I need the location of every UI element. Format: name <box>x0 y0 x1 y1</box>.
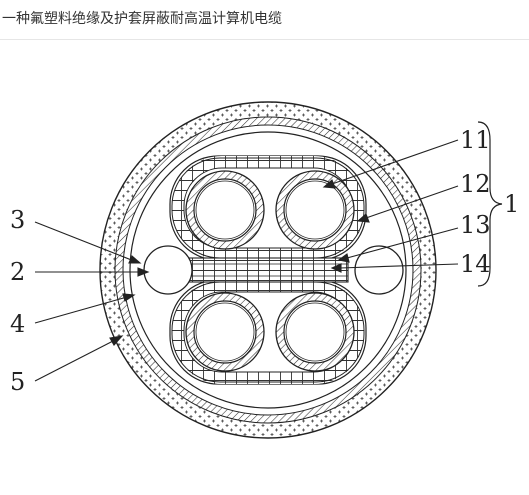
inner-wrap-layer <box>129 131 407 409</box>
group-bracket <box>477 121 503 287</box>
shield-layer <box>115 117 421 423</box>
label-3: 3 <box>10 206 25 234</box>
insulated-conductor-2 <box>275 170 355 250</box>
label-14: 14 <box>460 250 491 278</box>
separator-strip <box>187 257 349 283</box>
label-4: 4 <box>10 310 25 338</box>
page-title: 一种氟塑料绝缘及护套屏蔽耐高温计算机电缆 <box>0 0 529 40</box>
filler-cord-left <box>143 245 193 295</box>
insulated-conductor-1 <box>185 170 265 250</box>
cable-cross-section-diagram: 3 2 4 5 11 12 13 14 1 <box>10 101 519 439</box>
insulated-conductor-4 <box>275 292 355 372</box>
filler-cord-right <box>354 245 404 295</box>
label-11: 11 <box>460 126 491 154</box>
label-2: 2 <box>10 258 25 286</box>
label-5: 5 <box>10 368 25 396</box>
insulated-conductor-3 <box>185 292 265 372</box>
label-1: 1 <box>504 190 519 218</box>
label-12: 12 <box>460 170 491 198</box>
leader-lines <box>34 139 459 382</box>
label-13: 13 <box>460 211 491 239</box>
